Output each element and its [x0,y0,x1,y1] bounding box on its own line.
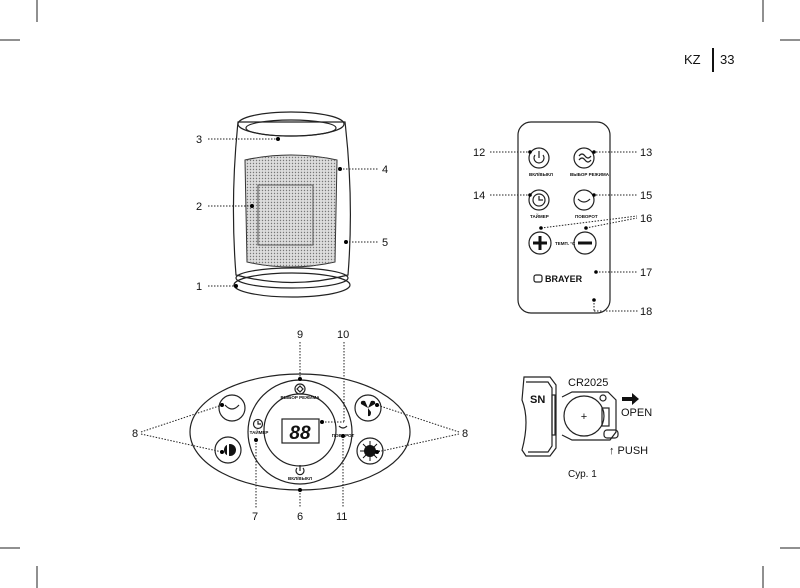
brayer-logo: BRAYER [533,274,583,284]
remote-temp-plus-button[interactable] [528,231,552,255]
battery-type-label: CR2025 [568,377,608,389]
svg-text:8: 8 [132,428,138,440]
page-number: 33 [720,52,734,67]
svg-text:12: 12 [473,147,485,159]
heater-callouts: 3 2 1 4 5 [196,134,388,293]
svg-text:15: 15 [640,190,652,202]
control-panel: 88 ВЫБОР РЕЖИМА ТАЙМЕР ПОВОРОТ ВКЛ/ВЫКЛ [189,373,411,491]
remote-callouts: 12 13 14 15 16 17 18 [473,147,652,318]
remote-timer-button[interactable] [528,189,550,211]
remote-temp-minus-button[interactable] [573,231,597,255]
callout-4: 4 [382,164,388,176]
push-label: ↑ PUSH [609,445,648,457]
svg-text:10: 10 [337,329,349,341]
remote-power-label: ВКЛ/ВЫКЛ [529,172,553,177]
panel-display: 88 [289,423,311,444]
panel-mode-label: ВЫБОР РЕЖИМА [281,395,321,400]
panel-rotate-button[interactable] [338,425,348,429]
callout-5: 5 [382,237,388,249]
panel-low-heat-button[interactable] [214,436,242,464]
svg-text:BRAYER: BRAYER [545,274,583,284]
svg-text:13: 13 [640,147,652,159]
figure-caption: Сур. 1 [568,469,597,480]
remote-control: ВКЛ/ВЫКЛ ВЫБОР РЕЖИМА ТАЙМЕР ПОВОРОТ ТЕМ… [517,121,611,314]
callout-2: 2 [196,201,202,213]
battery-illustration: SN + CR2025 OPEN ↑ PUSH Сур. 1 [521,376,652,480]
remote-power-button[interactable] [528,147,550,169]
panel-mode-button[interactable] [294,383,306,395]
svg-text:+: + [581,411,587,423]
open-arrow-icon [622,393,639,405]
remote-rotate-label: ПОВОРОТ [575,214,598,219]
panel-swing-button[interactable] [218,394,246,422]
sn-label: SN [530,394,545,406]
remote-mode-label: ВЫБОР РЕЖИМА [570,172,610,177]
svg-text:16: 16 [640,213,652,225]
panel-high-heat-button[interactable] [356,437,384,465]
heater-illustration [232,111,351,298]
panel-power-label: ВКЛ/ВЫКЛ [288,476,312,481]
remote-temp-label: ТЕМП. °С [555,241,576,246]
remote-mode-button[interactable] [573,147,595,169]
svg-text:18: 18 [640,306,652,318]
svg-text:9: 9 [297,329,303,341]
panel-timer-label: ТАЙМЕР [250,428,269,435]
svg-text:8: 8 [462,428,468,440]
remote-rotate-button[interactable] [573,189,595,211]
svg-text:6: 6 [297,511,303,523]
remote-timer-label: ТАЙМЕР [530,212,549,219]
callout-1: 1 [196,281,202,293]
panel-fan-button[interactable] [354,394,382,422]
panel-timer-button[interactable] [252,418,264,430]
svg-text:17: 17 [640,267,652,279]
open-label: OPEN [621,407,652,419]
panel-power-button[interactable] [295,465,305,476]
svg-text:7: 7 [252,511,258,523]
svg-text:14: 14 [473,190,485,202]
language-code: KZ [684,52,701,67]
panel-callouts: 9 10 8 8 7 6 11 [132,329,468,523]
callout-3: 3 [196,134,202,146]
svg-text:11: 11 [336,511,347,523]
